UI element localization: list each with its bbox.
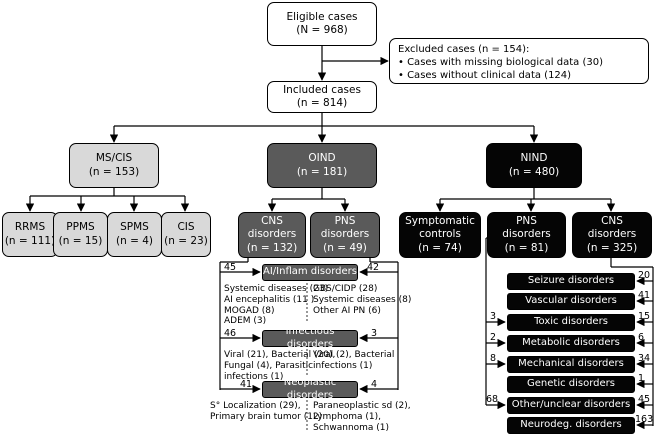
- category-title: Seizure disorders: [527, 275, 615, 287]
- oind-cns-box: CNS disorders (n = 132): [238, 212, 306, 258]
- pns-count: 2: [490, 332, 497, 343]
- excluded-item: • Cases with missing biological data (30…: [398, 57, 603, 68]
- subtype-title: CIS: [177, 221, 195, 234]
- oind-pns-count: (n = 49): [323, 241, 367, 254]
- oind-cns-title: CNS: [261, 215, 283, 228]
- nind-sub-title: PNS: [516, 215, 537, 228]
- subtype-title: PPMS: [66, 221, 95, 234]
- oind-cns-count: (n = 132): [246, 241, 298, 254]
- included-title: Included cases: [283, 83, 361, 96]
- seizure-box: Seizure disorders: [507, 273, 635, 290]
- oind-cns-title2: disorders: [247, 228, 297, 241]
- oind-pns-title2: disorders: [320, 228, 370, 241]
- ms-cis-count: (n = 153): [88, 165, 140, 178]
- ai-inflam-box: AI/Inflam disorders: [262, 264, 358, 281]
- oind-pns-box: PNS disorders (n = 49): [310, 212, 380, 258]
- cns-count: 41: [638, 290, 651, 301]
- genetic-box: Genetic disorders: [507, 376, 635, 393]
- ms-cis-box: MS/CIS (n = 153): [69, 143, 159, 188]
- pns-count: 68: [486, 394, 499, 405]
- oind-pns-title: PNS: [334, 215, 356, 228]
- cns-count: 6: [638, 332, 645, 343]
- pns-detail: GBS/CIDP (28)Systemic diseases (8) Other…: [313, 284, 412, 316]
- cns-detail: Viral (21), Bacterial (20),Fungal (4), P…: [224, 350, 336, 382]
- symptomatic-controls-box: Symptomatic controls (n = 74): [399, 212, 481, 258]
- toxic-box: Toxic disorders: [507, 314, 635, 331]
- cns-count: 46: [224, 328, 237, 339]
- ppms-box: PPMS (n = 15): [53, 212, 108, 257]
- cns-count: 41: [240, 379, 253, 390]
- category-title: Other/unclear disorders: [511, 399, 631, 411]
- excluded-cases-box: Excluded cases (n = 154): • Cases with m…: [389, 38, 649, 84]
- nind-title: NIND: [520, 152, 548, 165]
- cns-count: 34: [638, 353, 651, 364]
- category-title: Mechanical disorders: [518, 358, 624, 370]
- pns-count: 42: [367, 262, 380, 273]
- cns-count: 15: [638, 311, 651, 322]
- neurodegenerative-box: Neurodeg. disorders: [507, 417, 635, 434]
- category-title: AI/Inflam disorders: [263, 266, 358, 278]
- metabolic-box: Metabolic disorders: [507, 335, 635, 352]
- neoplastic-box: Neoplastic disorders: [262, 377, 358, 401]
- excluded-title: Excluded cases (n = 154):: [398, 44, 530, 55]
- nind-count: (n = 480): [508, 165, 560, 178]
- category-title: Metabolic disorders: [522, 337, 620, 349]
- nind-box: NIND (n = 480): [486, 143, 582, 188]
- cns-count: 163: [635, 414, 654, 425]
- eligible-count: (N = 968): [296, 24, 348, 36]
- nind-sub-title2: controls: [419, 228, 461, 241]
- cns-count: 20: [638, 270, 651, 281]
- oind-box: OIND (n = 181): [267, 143, 377, 188]
- nind-sub-title: CNS: [601, 215, 623, 228]
- cns-count: 1: [638, 373, 645, 384]
- oind-title: OIND: [308, 152, 336, 165]
- nind-sub-count: (n = 325): [586, 241, 638, 254]
- ms-cis-title: MS/CIS: [95, 152, 133, 165]
- category-title: Toxic disorders: [534, 316, 608, 328]
- mechanical-box: Mechanical disorders: [507, 356, 635, 373]
- cns-count: 45: [638, 394, 651, 405]
- infectious-box: Infectious disorders: [262, 326, 358, 350]
- nind-cns-box: CNS disorders (n = 325): [572, 212, 652, 258]
- cis-box: CIS (n = 23): [161, 212, 211, 257]
- subtype-count: (n = 4): [115, 234, 153, 247]
- nind-pns-box: PNS disorders (n = 81): [487, 212, 566, 258]
- excluded-item: • Cases without clinical data (124): [398, 70, 572, 81]
- category-title: Vascular disorders: [525, 295, 617, 307]
- other-unclear-box: Other/unclear disorders: [507, 397, 635, 414]
- vascular-box: Vascular disorders: [507, 293, 635, 310]
- cns-count: 45: [224, 262, 237, 273]
- subtype-count: (n = 23): [164, 234, 208, 247]
- nind-sub-count: (n = 74): [418, 241, 462, 254]
- included-cases-box: Included cases (n = 814): [267, 81, 377, 113]
- nind-sub-title2: disorders: [587, 228, 637, 241]
- pns-count: 8: [490, 353, 497, 364]
- spms-box: SPMS (n = 4): [107, 212, 162, 257]
- cns-detail: S° Localization (29),Primary brain tumor…: [210, 401, 323, 422]
- subtype-count: (n = 15): [58, 234, 103, 247]
- category-title: Neoplastic disorders: [283, 377, 337, 401]
- subtype-title: SPMS: [120, 221, 149, 234]
- category-title: Infectious disorders: [285, 326, 335, 350]
- eligible-title: Eligible cases: [286, 10, 358, 23]
- category-title: Neurodeg. disorders: [520, 419, 622, 431]
- category-title: Genetic disorders: [527, 378, 615, 390]
- subtype-count: (n = 111): [4, 234, 56, 247]
- oind-count: (n = 181): [296, 165, 348, 178]
- included-count: (n = 814): [296, 97, 348, 109]
- pns-count: 3: [371, 328, 378, 339]
- nind-sub-title2: disorders: [502, 228, 551, 241]
- eligible-cases-box: Eligible cases (N = 968): [267, 2, 377, 46]
- pns-count: 4: [371, 379, 378, 390]
- subtype-title: RRMS: [14, 221, 46, 234]
- pns-detail: Paraneoplastic sd (2),Lymphoma (1), Schw…: [313, 401, 411, 433]
- pns-count: 3: [490, 311, 497, 322]
- nind-sub-count: (n = 81): [504, 241, 549, 254]
- cns-detail: Systemic diseases (23)AI encephalitis (1…: [224, 284, 329, 327]
- rrms-box: RRMS (n = 111): [2, 212, 58, 257]
- nind-sub-title: Symptomatic: [405, 215, 475, 228]
